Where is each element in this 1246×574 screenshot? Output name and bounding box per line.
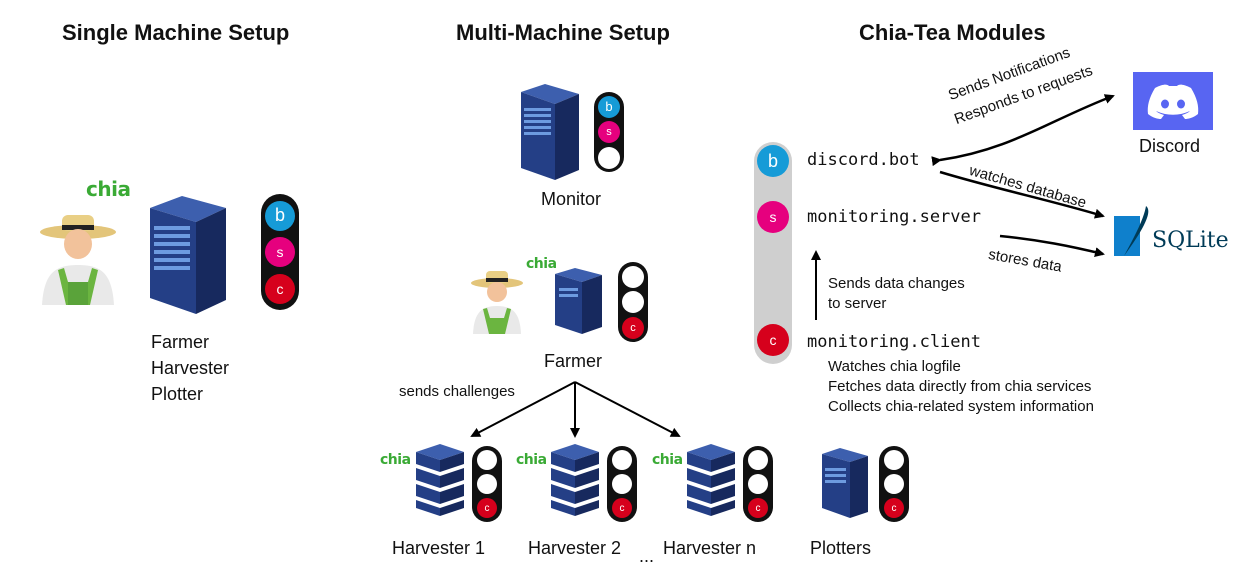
module-indicator-harvester-1: c xyxy=(472,446,502,522)
harvester-2-server-icon xyxy=(551,444,599,516)
client-note: Collects chia-related system information xyxy=(828,398,1094,415)
sends-changes-note: Sends data changes to server xyxy=(828,274,965,314)
chia-logo: chia xyxy=(652,452,683,468)
module-s-lamp: s xyxy=(265,237,295,267)
harvester-n-server-icon xyxy=(687,444,735,516)
chia-logo: chia xyxy=(380,452,411,468)
monitoring-client-module: monitoring.client xyxy=(807,332,981,352)
module-indicator-harvester-n: c xyxy=(743,446,773,522)
module-indicator-plotters: c xyxy=(879,446,909,522)
module-empty-lamp xyxy=(598,146,620,169)
module-c-lamp: c xyxy=(757,324,789,356)
module-c-lamp: c xyxy=(477,498,497,518)
module-c-lamp: c xyxy=(622,316,644,339)
arrow-stores-data xyxy=(999,234,1105,257)
module-c-lamp: c xyxy=(612,498,632,518)
modules-title: Chia-Tea Modules xyxy=(859,20,1046,45)
client-note: Watches chia logfile xyxy=(828,358,961,375)
monitor-server-icon xyxy=(521,84,579,180)
discord-logo xyxy=(1133,72,1213,130)
chia-logo: chia xyxy=(516,452,547,468)
module-indicator-monitor: b s xyxy=(594,92,624,172)
module-s-lamp: s xyxy=(598,121,620,143)
module-empty-lamp xyxy=(884,450,904,470)
farmer-person-icon xyxy=(40,215,116,305)
module-empty-lamp xyxy=(884,474,904,494)
module-b-lamp: b xyxy=(265,200,295,231)
farmer-server-icon xyxy=(555,268,602,334)
single-role-plotter: Plotter xyxy=(151,384,204,404)
single-role-harvester: Harvester xyxy=(151,358,230,378)
sends-changes-line-1: Sends data changes xyxy=(828,275,965,292)
client-notes: Watches chia logfile Fetches data direct… xyxy=(828,357,1094,417)
arrow-watches-database xyxy=(939,170,1105,219)
server-tower-icon xyxy=(150,196,226,314)
monitor-label: Monitor xyxy=(541,189,602,209)
harvester-n-label: Harvester n xyxy=(663,538,757,558)
module-empty-lamp xyxy=(748,474,768,494)
module-empty-lamp xyxy=(622,291,644,313)
module-empty-lamp xyxy=(612,474,632,494)
sqlite-label: SQLite xyxy=(1152,228,1229,253)
single-role-farmer: Farmer xyxy=(151,332,209,352)
module-empty-lamp xyxy=(612,450,632,470)
module-b-lamp: b xyxy=(598,95,620,118)
module-c-lamp: c xyxy=(884,498,904,518)
single-setup-title: Single Machine Setup xyxy=(62,20,290,45)
chia-logo: chia xyxy=(526,256,557,272)
harvester-2-label: Harvester 2 xyxy=(528,538,622,558)
farmer-person-icon xyxy=(471,271,523,334)
module-empty-lamp xyxy=(622,265,644,288)
multi-setup-title: Multi-Machine Setup xyxy=(456,20,670,45)
module-s-lamp: s xyxy=(757,201,789,233)
chia-logo: chia xyxy=(86,177,131,201)
arrow-bot-discord xyxy=(931,94,1115,167)
client-note: Fetches data directly from chia services xyxy=(828,378,1092,395)
module-indicator-farmer: c xyxy=(618,262,648,342)
sqlite-feather-icon xyxy=(1114,206,1149,256)
arrow-farmer-to-harvester-n xyxy=(574,381,681,437)
module-empty-lamp xyxy=(477,474,497,494)
farmer-label: Farmer xyxy=(544,351,602,371)
module-b-lamp: b xyxy=(757,145,789,177)
discord-icon xyxy=(1147,84,1199,119)
harvester-1-server-icon xyxy=(416,444,464,516)
harvester-ellipsis: ... xyxy=(639,546,655,566)
module-c-lamp: c xyxy=(265,273,295,304)
module-empty-lamp xyxy=(748,450,768,470)
arrow-farmer-to-harvester-1 xyxy=(470,381,576,437)
module-indicator-single: b s c xyxy=(261,194,299,310)
discord-label: Discord xyxy=(1139,136,1201,156)
module-indicator-harvester-2: c xyxy=(607,446,637,522)
monitoring-server-module: monitoring.server xyxy=(807,207,981,227)
module-c-lamp: c xyxy=(748,498,768,518)
module-empty-lamp xyxy=(477,450,497,470)
harvester-1-label: Harvester 1 xyxy=(392,538,486,558)
discord-bot-module: discord.bot xyxy=(807,150,920,170)
plotters-label: Plotters xyxy=(810,538,872,558)
plotter-server-icon xyxy=(822,448,868,518)
sends-changes-line-2: to server xyxy=(828,295,887,312)
sends-challenges-label: sends challenges xyxy=(399,383,515,400)
